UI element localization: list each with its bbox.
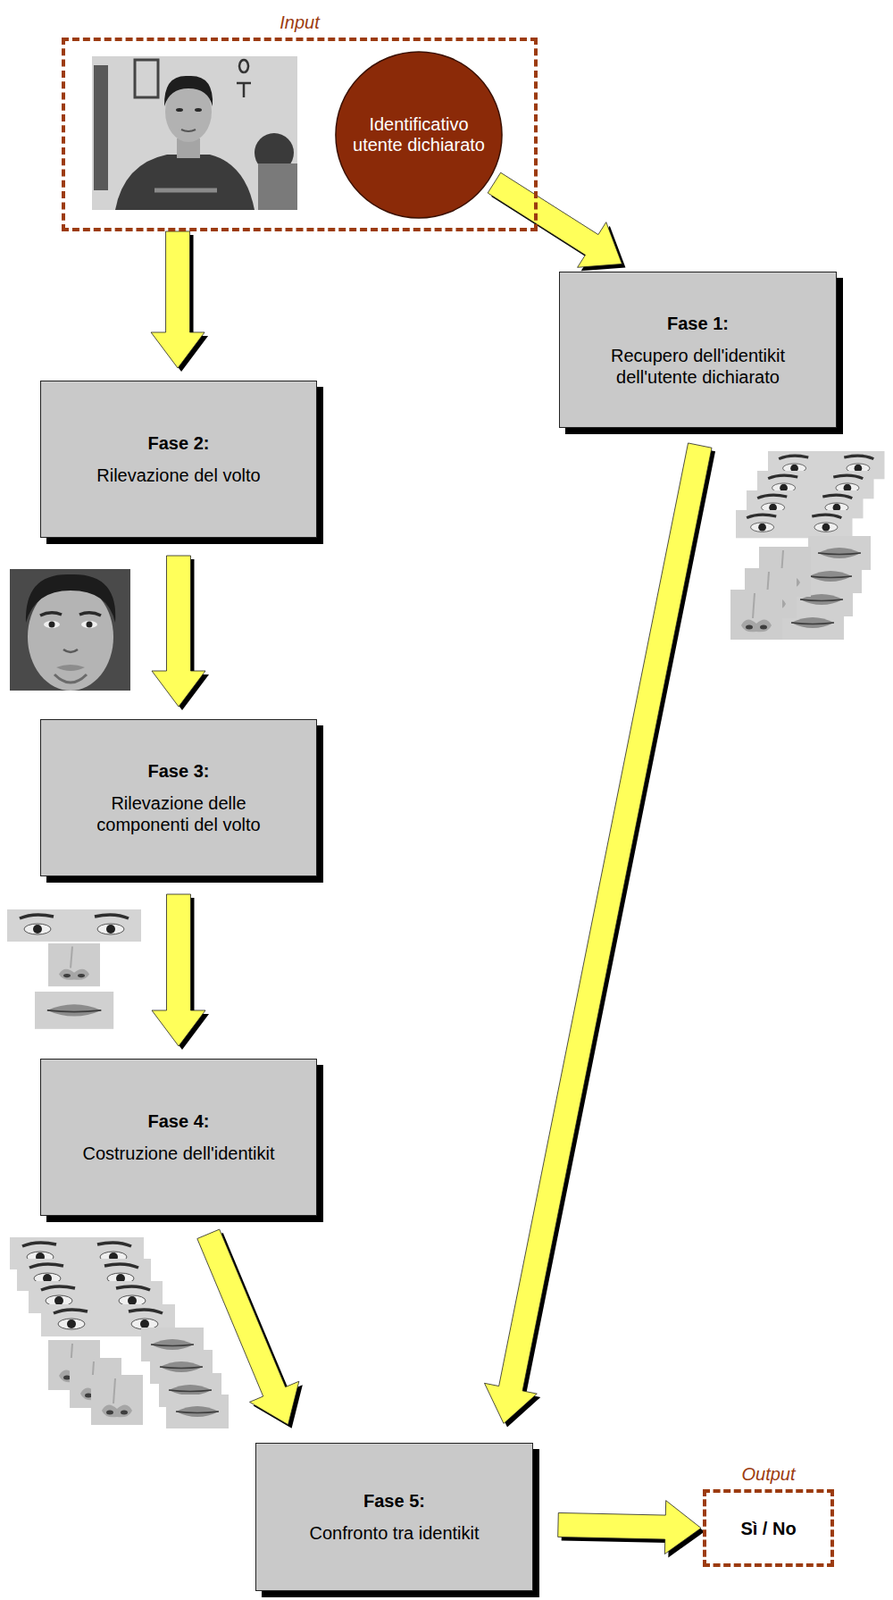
frame-label: Input <box>47 11 552 34</box>
eyebrows <box>40 612 101 616</box>
block-arrow <box>150 231 205 368</box>
arrow-group <box>484 442 716 1427</box>
arrow-group <box>487 172 626 271</box>
beard <box>54 674 87 683</box>
eye <box>81 620 98 628</box>
output-value: Sì / No <box>740 1517 796 1539</box>
arrow-group <box>151 555 209 710</box>
box-heading: Fase 4: <box>148 1109 210 1132</box>
mouth-crop <box>166 1393 229 1428</box>
lips <box>56 664 85 671</box>
box-heading: Fase 3: <box>148 759 210 782</box>
eyes-crop <box>735 509 853 538</box>
mouth-crop <box>34 991 114 1029</box>
block-arrow <box>151 555 206 707</box>
circle-text: Identificativo utente dichiarato <box>351 114 486 156</box>
eye <box>194 108 202 112</box>
door-frame <box>93 65 109 191</box>
nose-crop <box>91 1374 143 1425</box>
input-photo <box>91 56 298 210</box>
arrow-group <box>558 1500 705 1558</box>
box-text: Costruzione dell'identikit <box>82 1142 275 1164</box>
hair <box>25 574 116 623</box>
built-identikit <box>9 1236 229 1428</box>
nose-crop <box>48 943 101 986</box>
mouth <box>181 129 196 132</box>
box-text: Rilevazione delle componenti del volto <box>75 792 282 835</box>
hoodie <box>115 154 255 210</box>
box-text: Confronto tra identikit <box>308 1521 479 1544</box>
process-box: Fase 2: Rilevazione del volto <box>40 380 318 538</box>
photo-ground <box>91 56 298 210</box>
block-arrow <box>151 893 206 1046</box>
arrow-group <box>151 893 209 1050</box>
picture-frame <box>134 59 159 98</box>
face <box>27 583 114 691</box>
box-heading: Fase 1: <box>667 312 729 334</box>
iris <box>49 621 56 628</box>
block-arrow <box>484 442 712 1423</box>
eye <box>43 620 60 628</box>
nose <box>63 649 78 652</box>
furniture <box>258 163 298 210</box>
input-frame: InputIdentificativo utente dichiarato <box>61 37 538 232</box>
block-arrow <box>487 172 622 268</box>
process-box: Fase 1: Recupero dell'identikit dell'uten… <box>559 271 837 428</box>
hair <box>164 75 213 107</box>
frame-label: Output <box>688 1462 849 1485</box>
circle-shape <box>335 51 502 218</box>
box-text: Rilevazione del volto <box>96 464 260 486</box>
block-arrow <box>197 1228 300 1425</box>
box-heading: Fase 5: <box>363 1489 426 1511</box>
eye <box>175 108 184 112</box>
photo-ground <box>9 568 131 691</box>
box-heading: Fase 2: <box>148 432 210 454</box>
process-box: Fase 3: Rilevazione delle componenti del … <box>40 718 318 877</box>
ankh <box>236 59 251 98</box>
face-crop <box>9 568 131 691</box>
nose-crop <box>730 589 783 640</box>
arrow-group <box>197 1228 303 1428</box>
block-arrow <box>558 1500 702 1554</box>
output-frame: OutputSì / No <box>702 1488 835 1567</box>
hoodie-print <box>154 188 217 193</box>
process-box: Fase 4: Costruzione dell'identikit <box>40 1058 318 1216</box>
stored-identikit <box>730 450 885 640</box>
arrow-group <box>150 231 209 372</box>
box-text: Recupero dell'identikit dell'utente dich… <box>595 344 802 388</box>
eyes-crop <box>7 909 142 942</box>
process-box: Fase 5: Confronto tra identikit <box>255 1442 534 1591</box>
iris <box>86 621 93 628</box>
input-circle: Identificativo utente dichiarato <box>334 50 503 219</box>
